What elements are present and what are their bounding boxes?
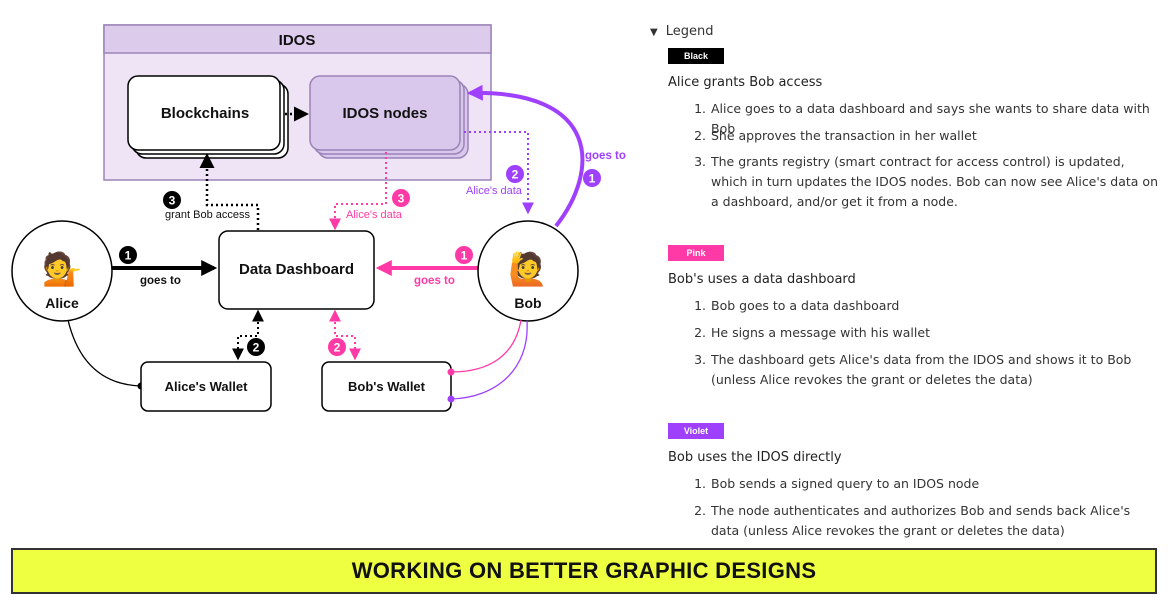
svg-text:1: 1 — [125, 249, 132, 263]
grant-bob-access-label: grant Bob access — [165, 209, 250, 221]
alice-wallet-node: Alice's Wallet — [140, 361, 272, 412]
violet-goes-to-label: goes to — [585, 150, 626, 162]
svg-text:3: 3 — [169, 194, 176, 208]
pink-alices-data-label: Alice's data — [346, 209, 403, 221]
legend-swatch-violet: Violet — [668, 423, 724, 439]
pink-wallet-sign-arrow — [329, 309, 361, 361]
violet-alices-data-arrow — [464, 131, 534, 215]
badge-violet-2: 2 — [506, 165, 524, 183]
legend-item: 3.The grants registry (smart contract fo… — [694, 154, 1158, 209]
svg-text:2: 2 — [334, 341, 341, 355]
banner: WORKING ON BETTER GRAPHIC DESIGNS — [11, 548, 1157, 594]
badge-black-2: 2 — [247, 338, 265, 356]
legend-section-title-black: Alice grants Bob access — [668, 75, 823, 90]
alice-goes-to-label: goes to — [140, 275, 181, 287]
legend-item: 3.The dashboard gets Alice's data from t… — [694, 352, 1132, 387]
black-wallet-sign-arrow — [232, 309, 264, 361]
bob-wallet-violet-link — [450, 320, 528, 400]
bob-avatar-icon: 🙋 — [508, 251, 548, 287]
badge-black-3: 3 — [163, 191, 181, 209]
svg-text:2: 2 — [512, 168, 519, 182]
blockchains-label: Blockchains — [161, 105, 249, 122]
legend-section-title-pink: Bob's uses a data dashboard — [668, 272, 856, 287]
violet-alices-data-label: Alice's data — [466, 185, 523, 197]
legend-item: 2.He signs a message with his wallet — [694, 325, 930, 340]
legend-item: 1.Bob goes to a data dashboard — [694, 298, 900, 313]
legend-section-title-violet: Bob uses the IDOS directly — [668, 450, 842, 465]
pink-alices-data-arrow — [329, 152, 387, 231]
bob-node: 🙋 Bob — [477, 220, 579, 322]
bob-wallet-label: Bob's Wallet — [348, 379, 426, 394]
bob-goes-to-label: goes to — [414, 275, 455, 287]
data-dashboard-node: Data Dashboard — [218, 230, 375, 310]
grant-access-arrow — [199, 153, 260, 230]
badge-pink-1: 1 — [455, 246, 473, 264]
svg-text:1: 1 — [461, 249, 468, 263]
badge-violet-1: 1 — [583, 169, 601, 187]
flow-diagram: IDOS Blockchains IDOS nodes 3 grant Bob … — [11, 24, 626, 412]
bob-label: Bob — [514, 295, 541, 311]
alice-wallet-link — [67, 319, 142, 387]
alice-label: Alice — [45, 295, 79, 311]
bob-wallet-pink-link — [450, 319, 522, 373]
badge-black-1: 1 — [119, 246, 137, 264]
svg-text:2: 2 — [253, 341, 260, 355]
bob-wallet-node: Bob's Wallet — [321, 361, 452, 412]
svg-text:3: 3 — [398, 192, 405, 206]
alice-node: 💁 Alice — [11, 220, 113, 322]
badge-pink-2: 2 — [328, 338, 346, 356]
badge-pink-3: 3 — [392, 189, 410, 207]
legend-swatch-black: Black — [668, 48, 724, 64]
blockchains-node: Blockchains — [127, 75, 289, 159]
alice-wallet-label: Alice's Wallet — [165, 379, 248, 394]
alice-avatar-icon: 💁 — [42, 250, 82, 287]
legend-item: 1.Alice goes to a data dashboard and say… — [694, 101, 1150, 136]
legend-item: 2.She approves the transaction in her wa… — [694, 128, 977, 143]
caret-down-icon: ▼ — [650, 27, 658, 38]
idos-title: IDOS — [279, 32, 316, 49]
idos-nodes-label: IDOS nodes — [342, 105, 427, 122]
legend-heading: Legend — [665, 24, 714, 39]
legend-swatch-pink: Pink — [668, 245, 724, 261]
legend-item: 1.Bob sends a signed query to an IDOS no… — [694, 476, 980, 491]
legend-toggle[interactable]: ▼ Legend — [650, 24, 713, 39]
violet-goes-to-arrow — [466, 84, 585, 228]
data-dashboard-label: Data Dashboard — [239, 261, 354, 278]
svg-text:1: 1 — [589, 172, 596, 186]
idos-nodes-node: IDOS nodes — [309, 75, 469, 159]
legend-item: 2.The node authenticates and authorizes … — [694, 503, 1131, 538]
